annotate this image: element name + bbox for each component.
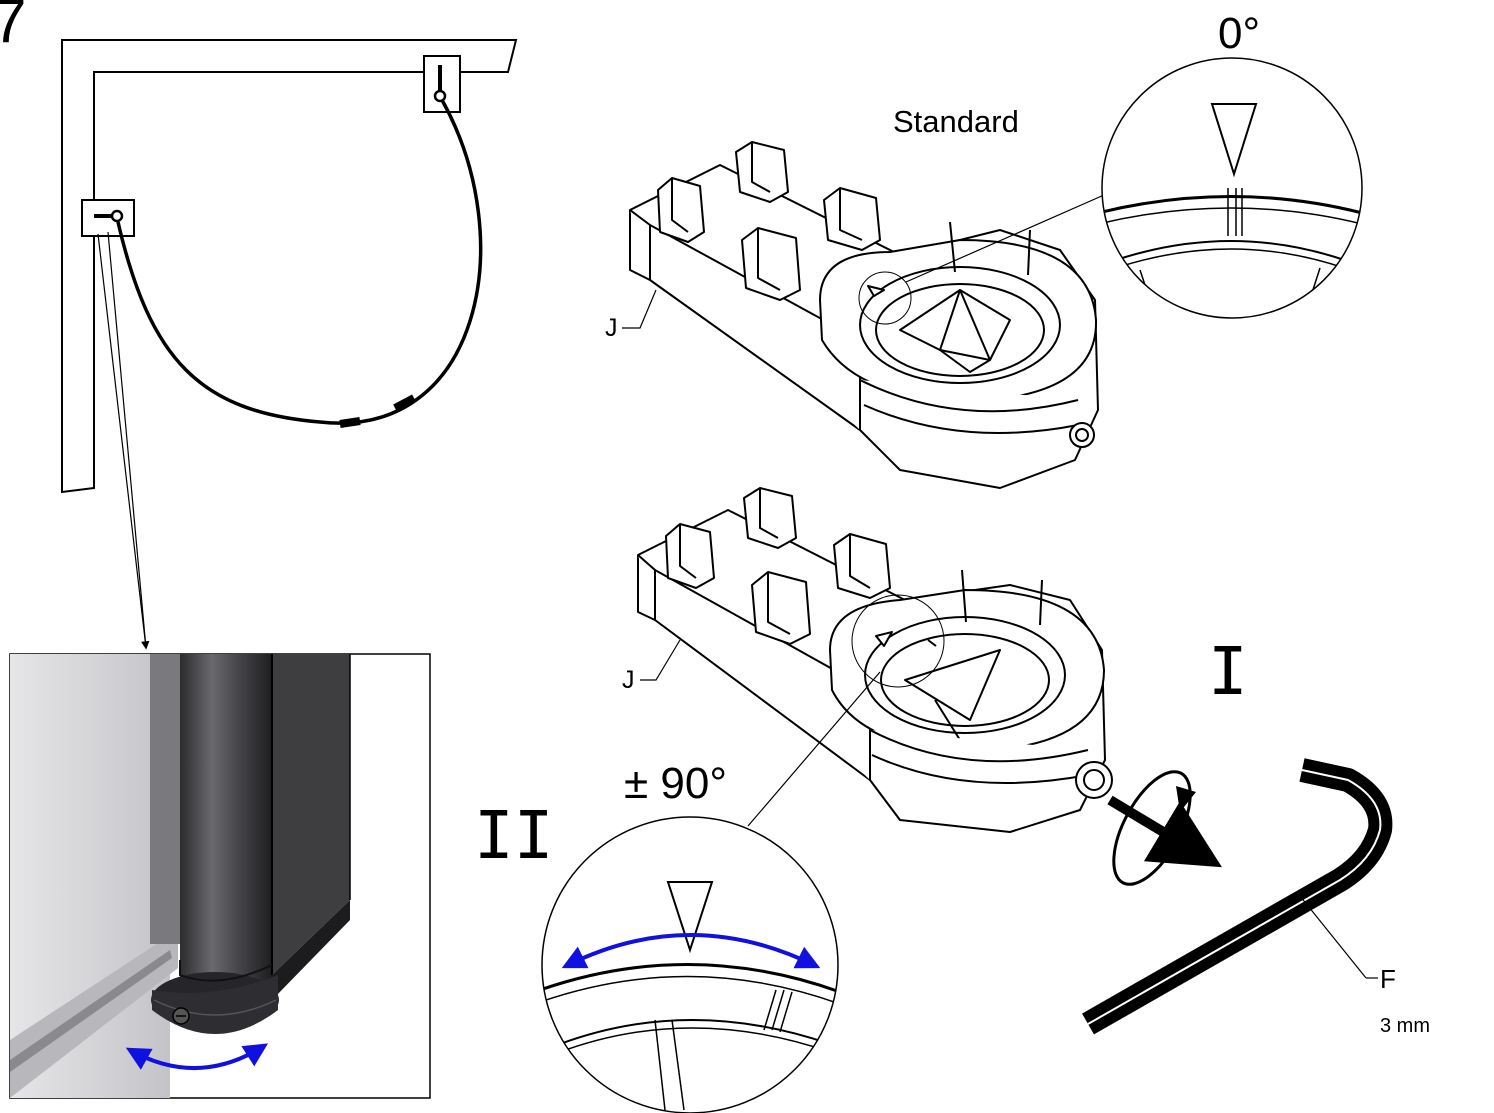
- cable-sleeve: [339, 417, 361, 428]
- rotate-arrow-blue: [125, 1043, 269, 1071]
- step-one-label: I: [1208, 633, 1248, 710]
- leader-line: [905, 194, 1105, 283]
- part-j-bottom-label: J: [622, 639, 681, 694]
- leader-line: [747, 671, 881, 827]
- wall-frame-diagram: [61, 39, 518, 494]
- bracket-top: [629, 141, 1099, 489]
- svg-text:J: J: [622, 666, 635, 694]
- peg: [657, 177, 705, 243]
- detail-photo: [9, 653, 431, 1099]
- peg: [735, 141, 789, 203]
- peg: [741, 227, 801, 301]
- step-number: 7: [0, 0, 26, 56]
- tool-size-label: 3 mm: [1380, 1015, 1430, 1037]
- peg: [743, 487, 797, 549]
- zoom-circle-adjust: [541, 816, 839, 1113]
- zoom-circle-standard: [1101, 57, 1363, 319]
- allen-key: [1082, 758, 1393, 1035]
- standard-label: Standard: [893, 104, 1019, 139]
- peg: [833, 533, 891, 599]
- zero-degree-label: 0°: [1218, 9, 1260, 58]
- cable-sleeve: [393, 394, 416, 412]
- loosen-rotation-arrow: [1107, 770, 1223, 886]
- tool-letter-label: F: [1380, 964, 1396, 994]
- alignment-triangle: [1210, 103, 1258, 178]
- part-j-top-label: J: [605, 289, 657, 342]
- peg: [751, 571, 811, 645]
- adjust-arrow-blue: [561, 933, 821, 969]
- angle-range-label: ± 90°: [624, 759, 727, 808]
- detail-callout-circle: [851, 594, 945, 688]
- detail-callout-circle: [858, 271, 912, 325]
- svg-text:J: J: [605, 314, 618, 342]
- step-two-label: II: [474, 797, 553, 874]
- alignment-triangle: [666, 881, 714, 954]
- zoom-pointer: [97, 231, 150, 650]
- peg: [823, 187, 881, 251]
- peg: [665, 523, 715, 589]
- cable: [116, 99, 483, 425]
- bracket-bottom: [637, 487, 1113, 833]
